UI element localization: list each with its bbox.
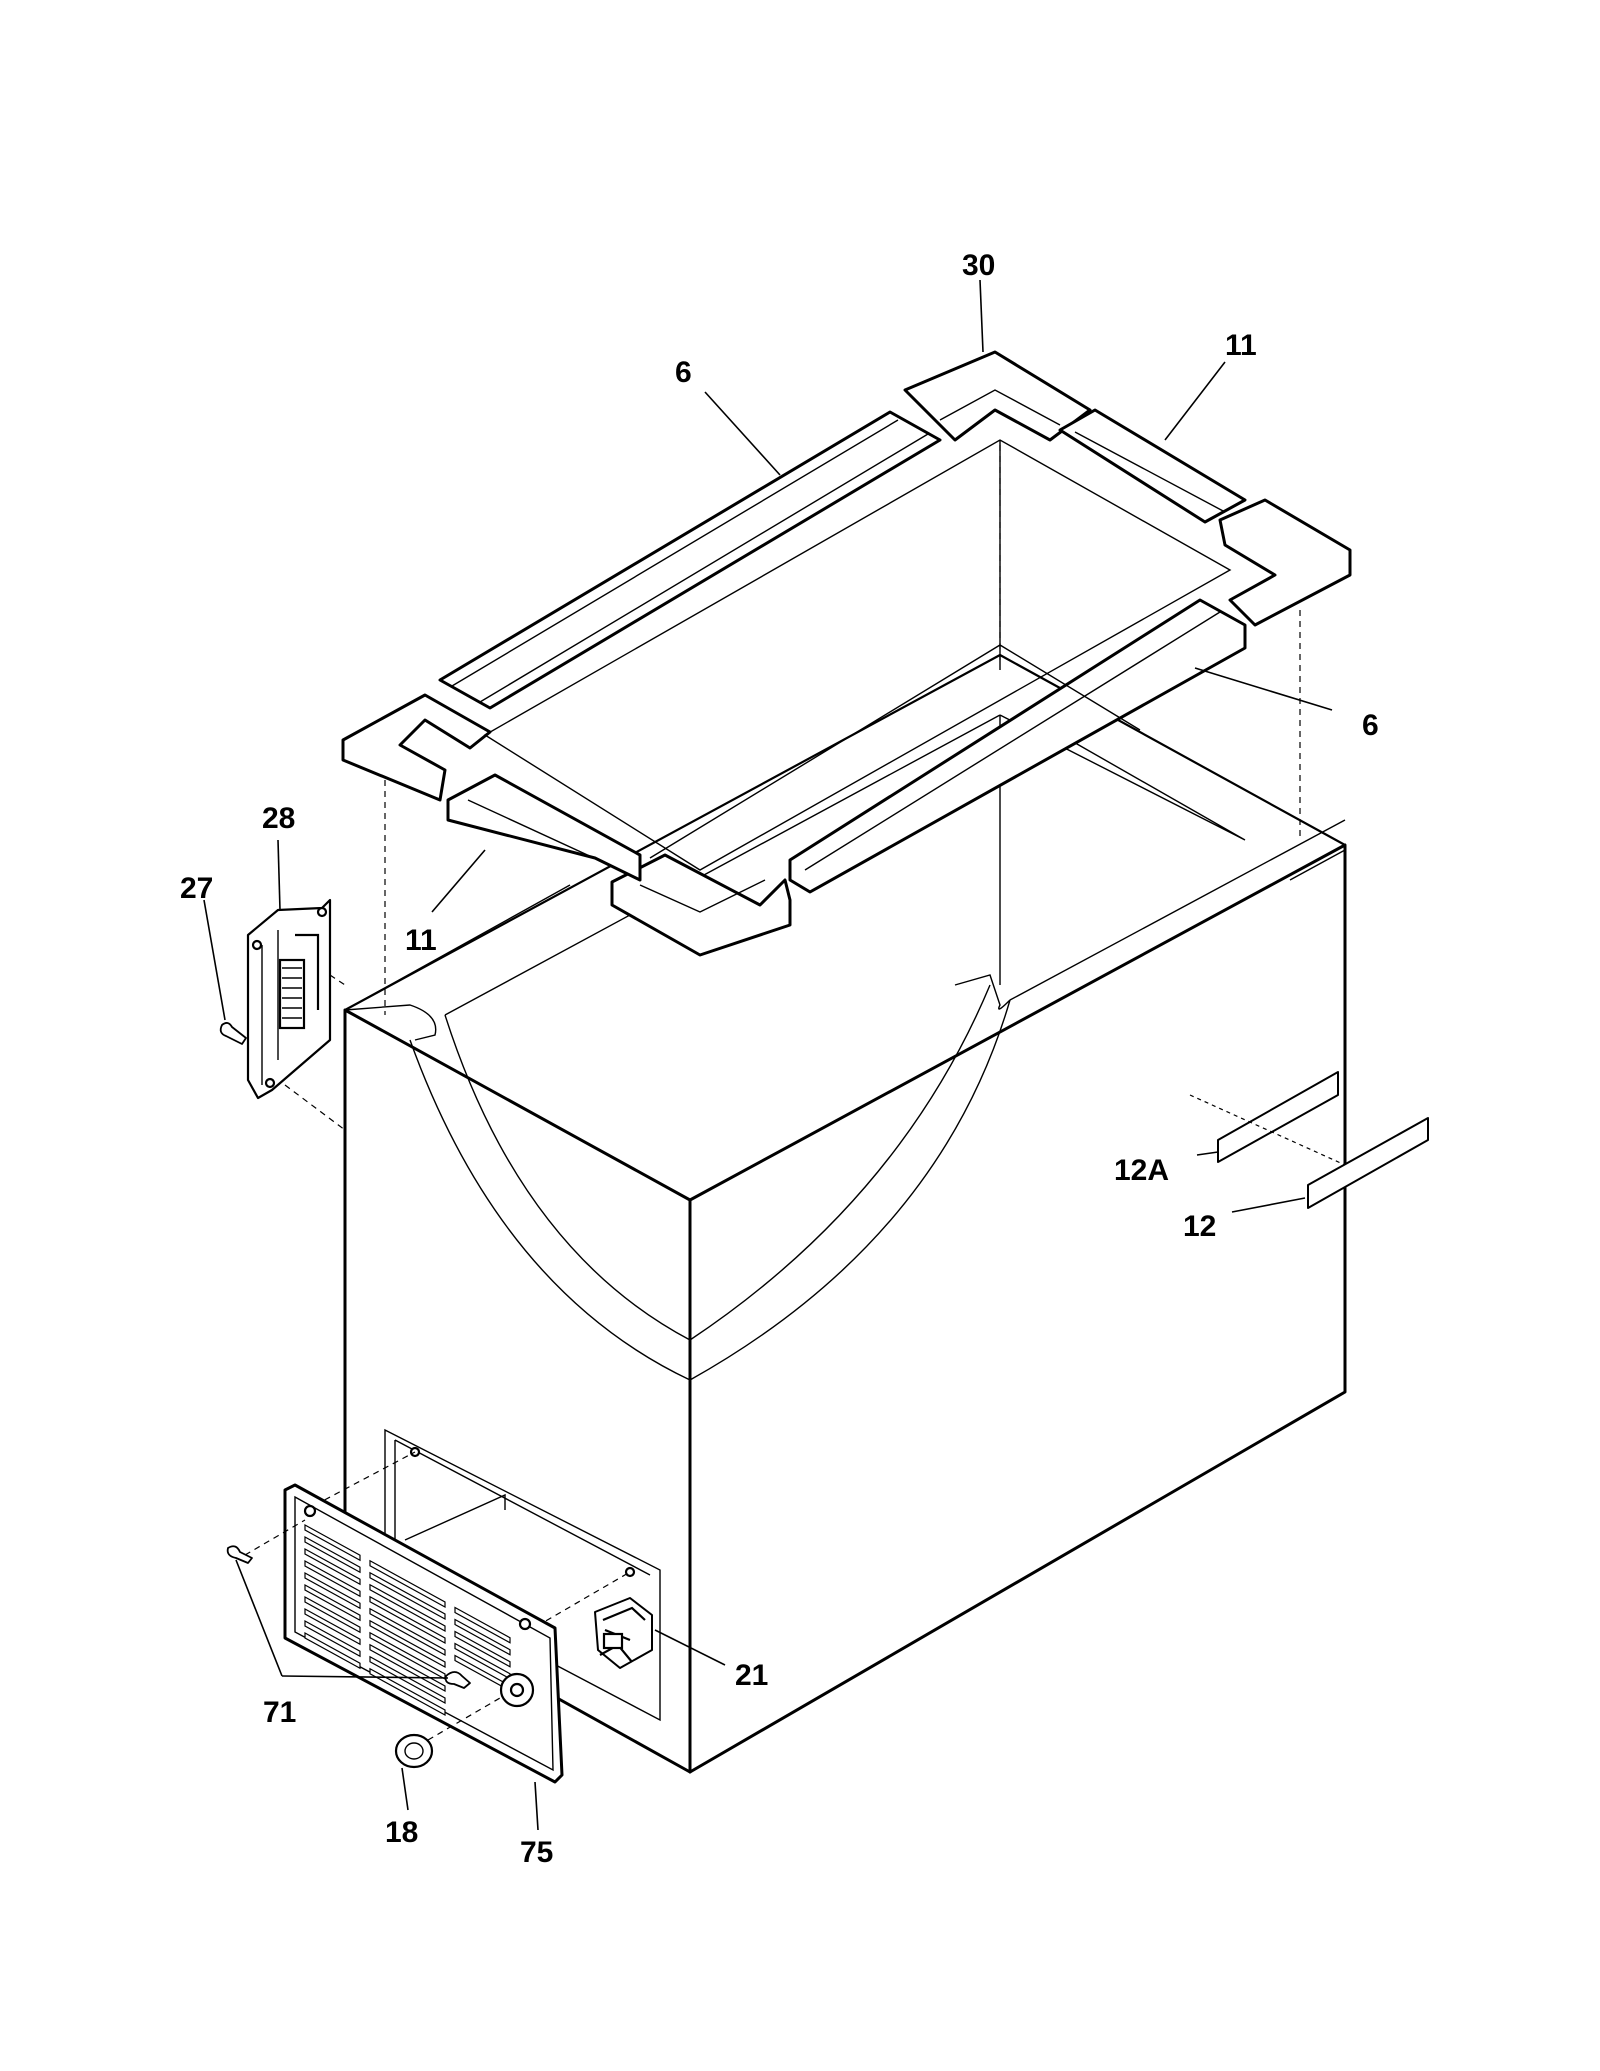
hinge-assembly [219,898,346,1131]
grille-slot [369,1643,446,1693]
grille-slot [304,1535,361,1574]
label-71: 71 [263,1696,296,1729]
hinge-screw-icon [219,1022,247,1045]
grille-slot [454,1606,511,1644]
grille-slot [304,1583,361,1622]
grille-slot [304,1619,361,1658]
grille-slot [369,1559,446,1609]
label-28: 28 [262,802,295,835]
front-grille [283,1483,564,1784]
grille-slot [454,1630,511,1668]
label-12: 12 [1183,1210,1216,1243]
grille-screw-icon-2 [444,1671,471,1689]
label-11-top: 11 [1225,329,1257,362]
grille-slot [369,1667,446,1717]
leader-lines [203,279,1333,1831]
label-12a: 12A [1114,1154,1169,1187]
grille-slot [304,1571,361,1610]
label-11-front: 11 [405,924,437,957]
label-75: 75 [520,1836,553,1869]
lid-gasket-frame [341,350,1352,1015]
label-27: 27 [180,872,213,905]
knob-icon [394,1697,501,1769]
grille-slot [304,1547,361,1586]
grille-slot [369,1583,446,1633]
grille-screw-icon [226,1519,306,1564]
switch-icon [594,1597,653,1669]
grille-slot [304,1523,361,1562]
label-30: 30 [962,249,995,282]
label-6-right: 6 [1362,709,1379,742]
grille-slot [369,1595,446,1645]
grille-slot [304,1559,361,1598]
grille-slot [304,1607,361,1646]
label-21: 21 [735,1659,768,1692]
part-labels: 30 11 6 6 28 27 11 12A 12 21 71 18 75 [180,249,1379,1869]
grille-slot [304,1595,361,1634]
grille-slot [369,1571,446,1621]
grille-slot [304,1631,361,1670]
grille-slot [369,1655,446,1705]
label-18: 18 [385,1816,418,1849]
grille-slot [369,1607,446,1657]
label-6-top: 6 [675,356,692,389]
grille-slot [454,1618,511,1656]
grille-slot [369,1619,446,1669]
warning-labels [1189,1071,1429,1209]
